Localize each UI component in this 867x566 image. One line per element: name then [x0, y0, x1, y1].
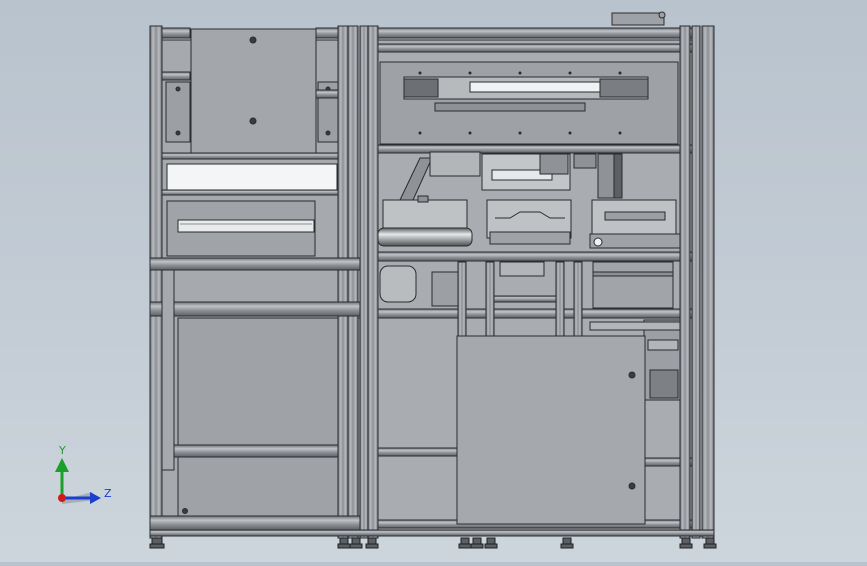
mechanism-zone — [377, 151, 681, 249]
y-axis-label: Y — [58, 444, 66, 457]
white-feed-slot — [166, 163, 338, 191]
y-axis-arrow — [55, 458, 69, 472]
roller — [377, 227, 473, 247]
right-module — [377, 11, 695, 531]
triad-origin — [58, 494, 66, 502]
electrical-cabinet — [456, 335, 646, 525]
drawer-handle — [177, 219, 315, 233]
left-top-cabinet — [190, 28, 317, 154]
orientation-triad: Y Z — [55, 444, 112, 504]
z-axis-label: Z — [104, 487, 112, 500]
leveling-feet — [149, 537, 717, 549]
aluminium-posts — [149, 25, 715, 539]
side-box — [592, 261, 674, 309]
z-axis-arrow — [90, 492, 101, 504]
